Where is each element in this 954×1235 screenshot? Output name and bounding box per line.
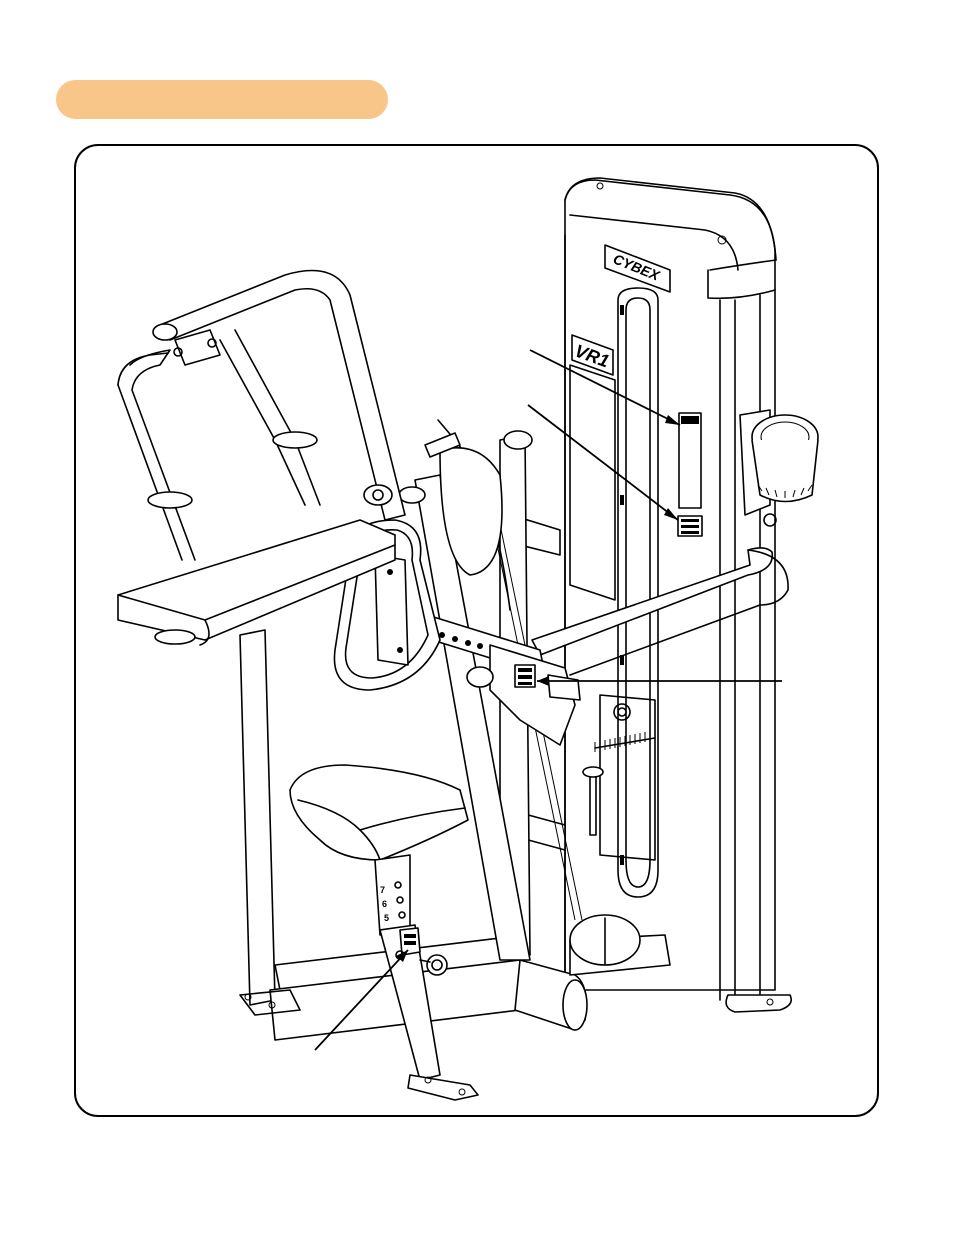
- bottle-holder: [740, 410, 818, 526]
- seat: 7 6 5: [290, 765, 478, 1100]
- svg-text:6: 6: [382, 899, 387, 909]
- svg-text:5: 5: [384, 913, 389, 923]
- overhead-handle-frame: [118, 271, 405, 561]
- svg-text:7: 7: [380, 885, 385, 895]
